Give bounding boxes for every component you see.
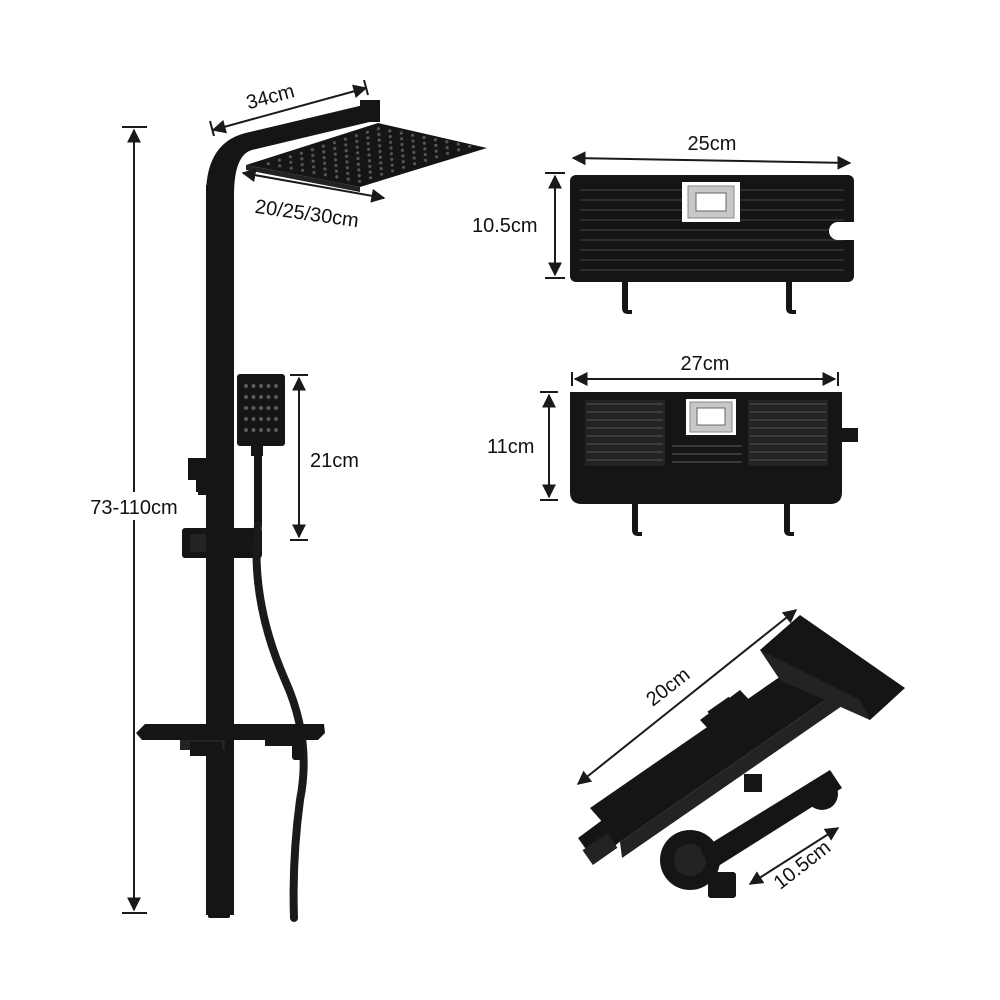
shelf-top-depth-label: 10.5cm [472,215,538,237]
shower-system [136,100,487,922]
hand-shower-holder [188,458,214,480]
head-size-dimension-line [241,168,386,203]
arm-end-block [360,100,380,122]
hose-connector [292,730,304,760]
riser-pipe-bottom-fitting [208,900,230,918]
mixer-spout-dimension-line [748,827,840,885]
head-size-label: 20/25/30cm [254,196,361,232]
total-height-label: 73-110cm [90,497,177,519]
shower-hose [252,521,308,922]
shelf-top-dimension-width [571,151,852,170]
mixer-valve-product [578,615,905,898]
shelf-bottom-width-label: 27cm [681,353,730,375]
shelf-top-product [570,175,854,314]
arm-length-dimension-line [209,79,369,137]
shelf-top-width-label: 25cm [688,133,737,155]
shelf-bottom-product [570,392,858,536]
handheld-length-label: 21cm [310,450,359,472]
shelf-bottom-depth-label: 11cm [487,436,534,458]
shelf-bottom-dimension-depth [540,391,558,501]
handheld-shower [237,374,285,525]
handheld-length-dimension-line [290,374,308,541]
mixer-length-dimension-line [576,609,798,785]
shelf-top-dimension-depth [545,172,565,279]
mixer-length-label: 20cm [642,664,694,711]
shelf-bottom-dimension-width [571,372,839,386]
riser-shelf [136,724,325,756]
